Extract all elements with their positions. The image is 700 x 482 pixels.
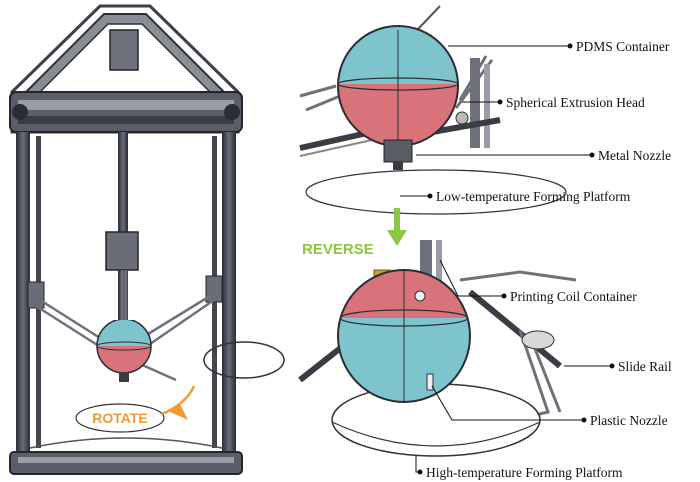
label-pdms-container: PDMS Container [576,39,670,54]
spherical-head-top [337,25,469,170]
label-metal-nozzle: Metal Nozzle [598,148,671,163]
label-printing-coil-container: Printing Coil Container [510,289,637,304]
platform-ellipse-small [203,341,285,379]
delta-printer: ROTATE [9,4,285,475]
spherical-head-bottom [337,269,471,403]
reverse-annotation: REVERSE [302,208,407,258]
detail-bottom [298,240,577,457]
label-high-temp-platform: High-temperature Forming Platform [426,465,623,480]
rotate-label: ROTATE [92,410,147,426]
label-low-temp-platform: Low-temperature Forming Platform [436,189,631,204]
labels [400,45,612,473]
spherical-head-small [96,320,152,382]
label-spherical-extrusion-head: Spherical Extrusion Head [506,95,645,110]
reverse-label: REVERSE [302,241,374,258]
label-plastic-nozzle: Plastic Nozzle [590,413,668,428]
rotate-annotation: ROTATE [75,385,196,433]
label-slide-rail: Slide Rail [618,359,672,374]
detail-top [299,5,567,215]
